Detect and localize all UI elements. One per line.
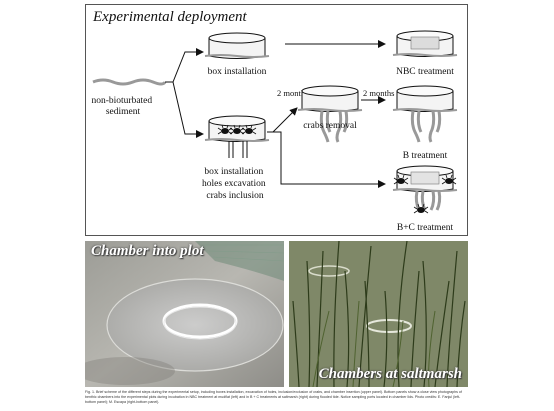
- photo-chambers-at-saltmarsh: Chambers at saltmarsh: [289, 241, 468, 387]
- box-installation-label: box installation: [208, 67, 267, 77]
- bc-chamber: [392, 165, 458, 214]
- b-chamber: [392, 85, 458, 143]
- branch-arrows: [165, 48, 204, 138]
- diagram-canvas: Experimental deployment non-bioturbated …: [85, 4, 468, 236]
- arrow-to-bc: [273, 131, 386, 188]
- caption-chambers-at-saltmarsh: Chambers at saltmarsh: [318, 366, 462, 382]
- two-months-label-2: 2 months: [363, 88, 394, 98]
- diagram-title: Experimental deployment: [92, 9, 248, 25]
- photo-chamber-into-plot: Chamber into plot: [85, 241, 284, 387]
- crabs-removal-chamber: [297, 85, 363, 143]
- box-holes-crabs-chamber: [204, 115, 270, 158]
- sediment-label: non-bioturbated sediment: [91, 96, 154, 117]
- sediment-sketch: [92, 78, 167, 86]
- saltmarsh-photo-illustration: [289, 241, 468, 387]
- chamber-photo-illustration: [85, 241, 284, 387]
- figure-caption: Fig. 1. Brief scheme of the different st…: [85, 390, 462, 404]
- b-treatment-label: B treatment: [403, 151, 448, 161]
- crabs-removal-label: crabs removal: [303, 121, 357, 131]
- bc-treatment-label: B+C treatment: [397, 223, 454, 233]
- nbc-treatment-label: NBC treatment: [396, 67, 454, 77]
- caption-chamber-into-plot: Chamber into plot: [91, 243, 204, 259]
- box-installation-chamber: [204, 32, 270, 59]
- box-holes-crabs-label: box installation holes excavation crabs …: [202, 167, 268, 201]
- nbc-chamber: [392, 30, 458, 57]
- marsh-grass: [292, 241, 466, 387]
- two-months-label-1: 2 months: [277, 88, 308, 98]
- experimental-deployment-diagram: Experimental deployment non-bioturbated …: [85, 4, 468, 236]
